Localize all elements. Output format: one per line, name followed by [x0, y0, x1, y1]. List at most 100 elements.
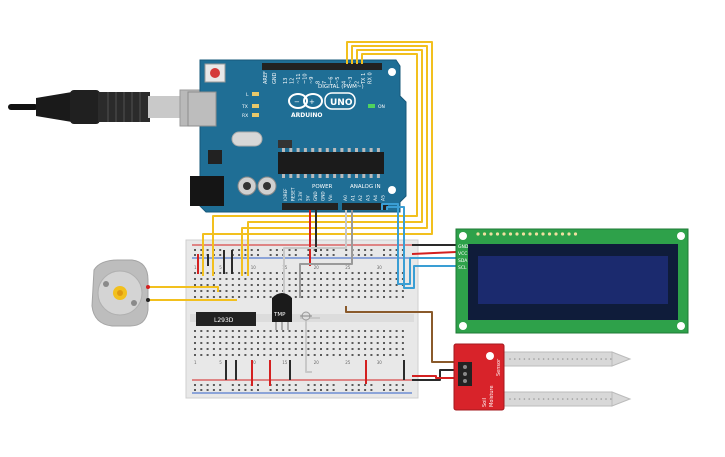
breadboard-hole: [326, 354, 329, 356]
probe-dot: [566, 398, 569, 400]
breadboard-hole: [364, 336, 367, 338]
column-number: 5: [219, 265, 222, 270]
uno-label: UNO: [330, 98, 353, 108]
breadboard-hole: [238, 290, 241, 292]
breadboard-hole: [370, 272, 373, 274]
chip-pin: [303, 148, 307, 152]
rail-hole: [389, 389, 392, 391]
rail-hole: [244, 254, 247, 256]
crystal-oscillator: [231, 131, 263, 147]
breadboard-hole: [351, 336, 354, 338]
breadboard-hole: [231, 336, 234, 338]
lcd-pin: [541, 232, 545, 236]
column-number: 25: [345, 360, 351, 365]
led-on-label: ON: [378, 104, 385, 110]
breadboard-hole: [294, 348, 297, 350]
breadboard-hole: [301, 348, 304, 350]
breadboard-hole: [401, 354, 404, 356]
soil-moisture-sensor[interactable]: Soil Moisture Sensor: [453, 343, 632, 411]
breadboard-hole: [332, 354, 335, 356]
breadboard-hole: [275, 284, 278, 286]
breadboard-hole: [200, 348, 203, 350]
rail-hole: [345, 254, 348, 256]
breadboard-hole: [294, 354, 297, 356]
breadboard-hole: [231, 330, 234, 332]
led-rx-label: RX: [242, 113, 248, 119]
breadboard-hole: [320, 342, 322, 344]
breadboard-hole: [320, 354, 322, 356]
probe-bottom: [499, 391, 613, 407]
chip-pin: [325, 174, 329, 178]
breadboard-hole: [244, 284, 247, 286]
breadboard-hole: [395, 330, 398, 332]
breadboard-hole: [263, 272, 266, 274]
breadboard-hole: [370, 330, 373, 332]
breadboard-hole: [345, 336, 348, 338]
breadboard-hole: [257, 354, 259, 356]
rail-hole: [275, 384, 278, 386]
probe-dot: [542, 358, 545, 360]
breadboard-hole: [376, 290, 379, 292]
power-pin-label: IOREF: [283, 188, 288, 201]
probe-dot: [528, 398, 530, 400]
probe-dot: [595, 398, 598, 400]
breadboard-hole: [401, 348, 404, 350]
l293d-motor-driver[interactable]: L293D: [196, 312, 256, 326]
breadboard-hole: [288, 348, 291, 350]
lcd-pin: [547, 232, 552, 236]
probe-dot: [576, 398, 578, 400]
breadboard-hole: [376, 330, 379, 332]
breadboard-hole: [194, 290, 196, 292]
temperature-sensor[interactable]: TMP: [272, 293, 292, 330]
rail-hole: [345, 389, 348, 391]
wire-soil-vcc: [412, 375, 462, 379]
breadboard-hole: [244, 296, 247, 298]
breadboard-hole: [401, 342, 404, 344]
breadboard-hole: [376, 336, 379, 338]
breadboard-hole: [263, 330, 266, 332]
breadboard-hole: [351, 354, 354, 356]
dc-motor[interactable]: [91, 259, 150, 327]
lcd-mount-hole: [677, 232, 685, 240]
breadboard-hole: [326, 296, 329, 298]
breadboard-hole: [307, 272, 310, 274]
breadboard-hole: [383, 330, 385, 332]
column-number: 15: [282, 360, 288, 365]
breadboard-hole: [200, 290, 203, 292]
breadboard-hole: [313, 330, 316, 332]
rail-hole: [313, 249, 316, 251]
breadboard-hole: [332, 284, 335, 286]
analog-header: [342, 203, 388, 210]
rail-hole: [364, 254, 367, 256]
rail-hole: [345, 249, 348, 251]
power-pin-label: Vin: [328, 194, 333, 201]
breadboard-hole: [263, 348, 266, 350]
rail-hole: [395, 389, 398, 391]
probe-dot: [586, 358, 588, 360]
digital-pin-label: ~9: [309, 77, 315, 84]
breadboard-hole: [219, 348, 222, 350]
breadboard-hole: [357, 348, 360, 350]
breadboard-hole: [364, 272, 367, 274]
rail-hole: [288, 249, 291, 251]
rail-hole: [269, 249, 272, 251]
rail-hole: [212, 384, 215, 386]
breadboard-hole: [370, 296, 373, 298]
breadboard-hole: [269, 284, 272, 286]
rail-hole: [238, 249, 241, 251]
breadboard-hole: [244, 290, 247, 292]
rail-hole: [212, 389, 215, 391]
rail-hole: [282, 389, 285, 391]
breadboard-hole: [238, 296, 241, 298]
lcd-top-pins: [476, 232, 578, 236]
breadboard-hole: [389, 278, 392, 280]
breadboard-hole: [288, 290, 291, 292]
breadboard-hole: [194, 342, 196, 344]
mount-hole: [388, 186, 396, 194]
rail-hole: [401, 389, 404, 391]
breadboard-hole: [370, 354, 373, 356]
resistor[interactable]: [300, 311, 312, 321]
